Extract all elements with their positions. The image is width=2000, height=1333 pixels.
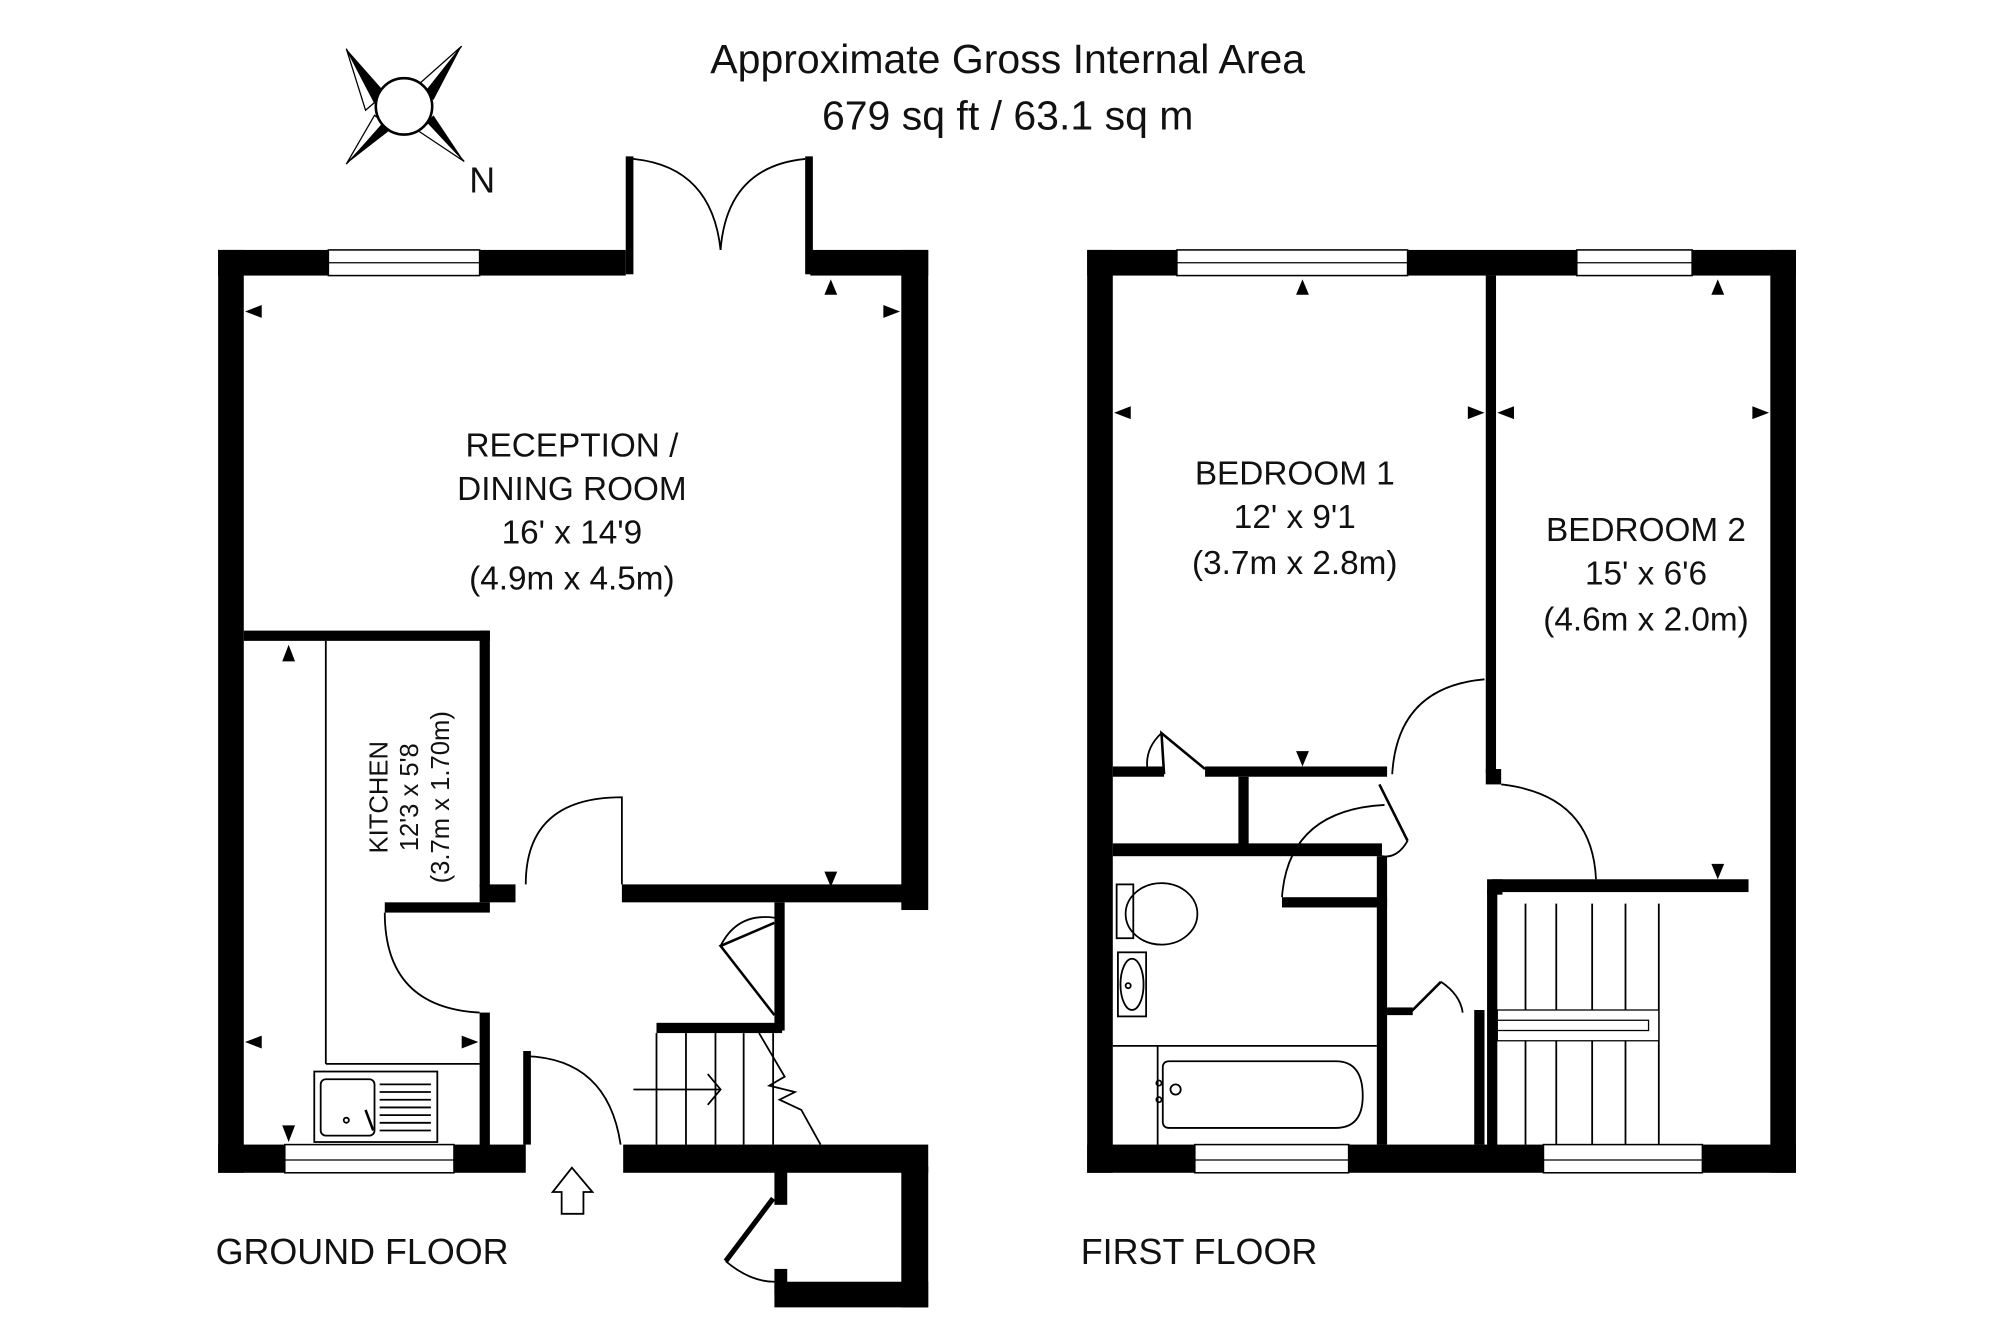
room-dimensions-imperial: 12' x 9'1 [1234, 499, 1356, 536]
room-dimensions-imperial: 12'3 x 5'8 [396, 743, 424, 851]
room-dimensions-metric: (3.7m x 2.8m) [1192, 545, 1397, 582]
room-name: KITCHEN [365, 741, 393, 853]
first-floor-label: FIRST FLOOR [1081, 1232, 1318, 1272]
ground-floor-plan [218, 156, 929, 1308]
room-dimensions-imperial: 16' x 14'9 [502, 514, 643, 551]
ground-floor-label: GROUND FLOOR [216, 1232, 509, 1272]
stairs-icon [1487, 889, 1660, 1146]
toilet-icon [1115, 882, 1199, 946]
room-dimensions-imperial: 15' x 6'6 [1585, 555, 1707, 592]
room-name: BEDROOM 2 [1546, 512, 1746, 549]
entrance-arrow-icon[interactable] [550, 1166, 595, 1215]
reception-room-label: RECEPTION / DINING ROOM 16' x 14'9 (4.9m… [457, 427, 686, 597]
room-name: DINING ROOM [457, 471, 686, 508]
first-floor-plan [1087, 249, 1796, 1174]
washbasin-icon [1117, 951, 1148, 1018]
room-name: BEDROOM 1 [1195, 455, 1395, 492]
area-value: 679 sq ft / 63.1 sq m [822, 92, 1193, 138]
compass-north-label: N [469, 160, 495, 200]
room-dimensions-metric: (3.7m x 1.70m) [427, 711, 455, 883]
sink-icon [313, 1070, 439, 1143]
bathtub-icon [1112, 1044, 1377, 1145]
compass-rose-icon [345, 45, 465, 165]
bedroom-1-label: BEDROOM 1 12' x 9'1 (3.7m x 2.8m) [1192, 455, 1397, 582]
bedroom-2-label: BEDROOM 2 15' x 6'6 (4.6m x 2.0m) [1543, 512, 1748, 639]
room-name: RECEPTION / [465, 427, 679, 464]
stairs-icon [633, 1022, 822, 1146]
room-dimensions-metric: (4.9m x 4.5m) [469, 561, 674, 598]
room-dimensions-metric: (4.6m x 2.0m) [1543, 602, 1748, 639]
area-title: Approximate Gross Internal Area [710, 36, 1305, 82]
kitchen-label: KITCHEN 12'3 x 5'8 (3.7m x 1.70m) [365, 711, 455, 883]
